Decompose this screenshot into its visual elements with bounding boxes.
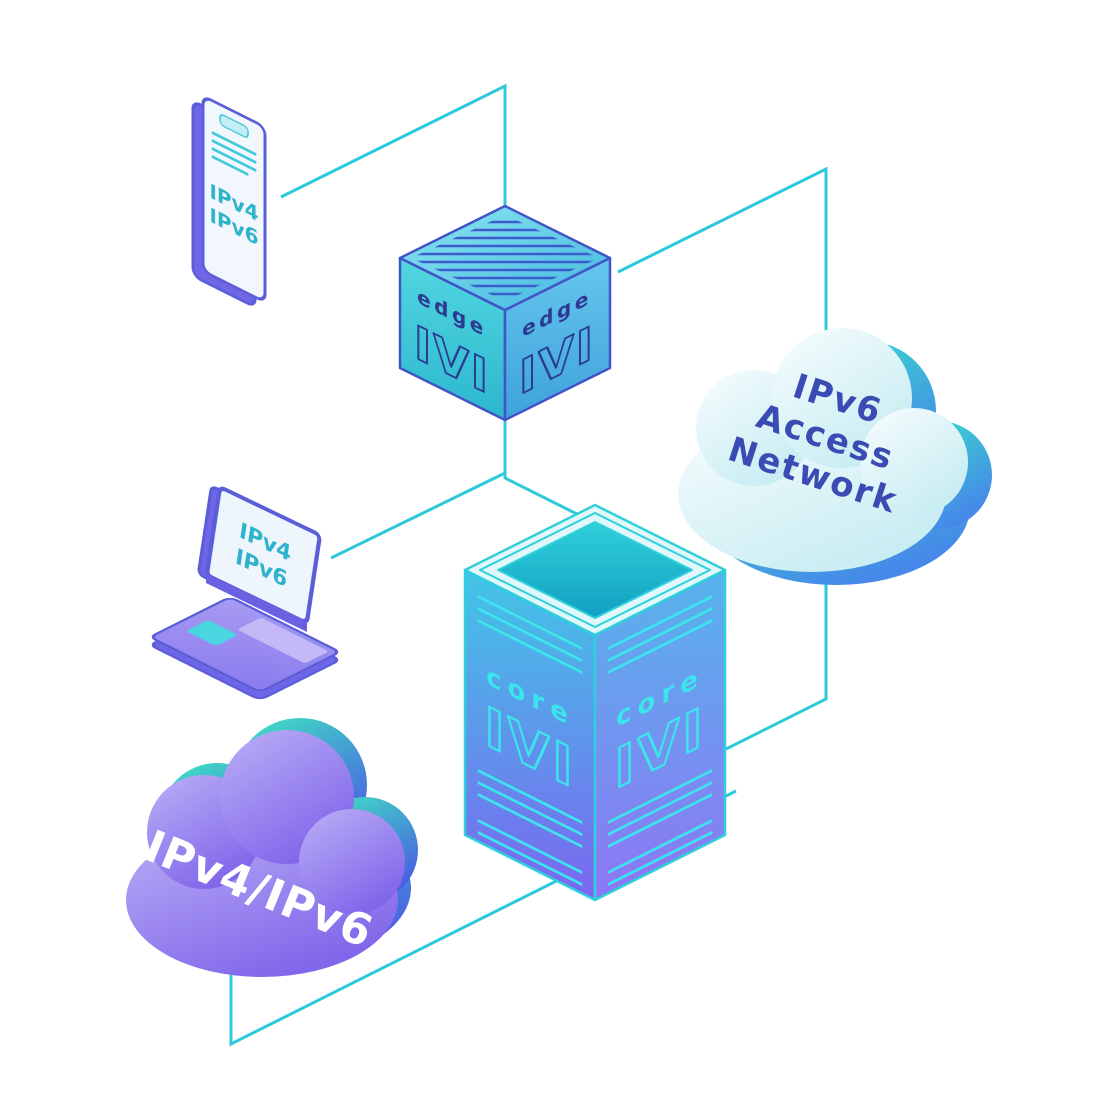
smartphone-notch <box>219 114 249 138</box>
edge-router: edge IVI edge IVI <box>398 204 612 422</box>
connector-laptop-core <box>330 471 506 560</box>
smartphone: IPv4 IPv6 <box>191 97 267 306</box>
laptop-touchpad <box>187 620 237 646</box>
ipv4-ipv6-cloud-body <box>126 730 405 977</box>
core-right-vents-bottom <box>607 769 713 886</box>
core-left-vents-bottom <box>477 769 583 886</box>
ipv6-access-cloud: IPv6 Access Network <box>678 328 992 585</box>
edge-router-top-face <box>398 204 612 312</box>
core-left-vents-top <box>477 595 583 674</box>
core-right-vents-top <box>607 595 713 674</box>
smartphone-screen <box>201 97 267 301</box>
core-router: core IVI core IVI <box>463 503 727 902</box>
laptop-base-top <box>151 597 339 692</box>
core-router-top-rim <box>479 512 711 628</box>
laptop-hinge <box>206 573 307 632</box>
smartphone-front: IPv4 IPv6 <box>201 97 267 301</box>
laptop-base <box>151 597 339 692</box>
ipv6-cloud-body <box>678 328 968 572</box>
laptop: IPv4 IPv6 <box>151 486 339 700</box>
core-router-top-panel <box>497 521 693 619</box>
smartphone-screen-lines <box>211 131 257 176</box>
laptop-keyboard <box>238 618 328 663</box>
ipv4-ipv6-cloud: IPv4/IPv6 <box>126 718 418 977</box>
